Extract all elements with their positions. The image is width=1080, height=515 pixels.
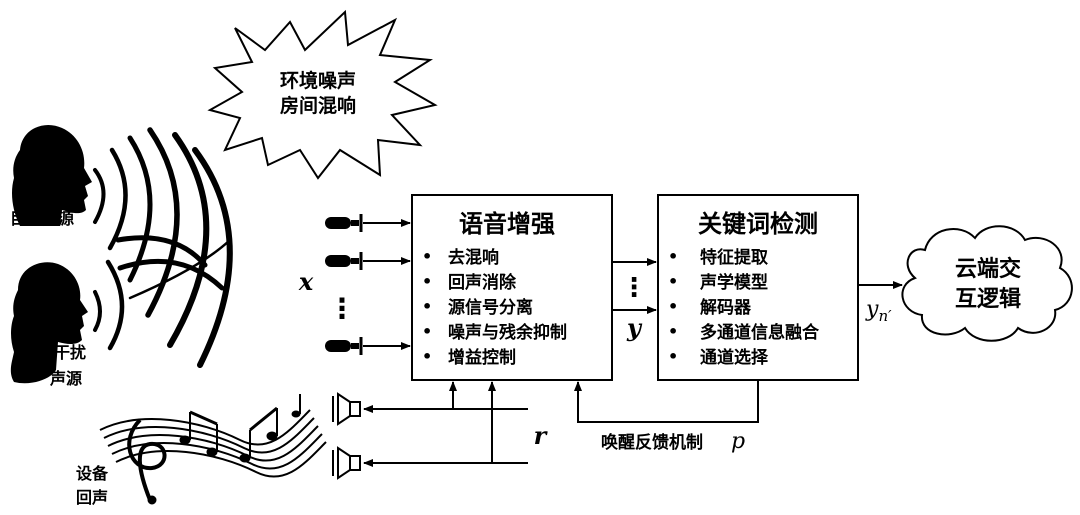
loudspeaker-icon [332,392,361,426]
kws-item: 声学模型 [699,272,768,293]
echo-label-line1: 设备 [76,464,109,483]
interfering-speaker-head-icon [10,262,88,384]
microphone-icon [325,252,363,270]
music-notes-icon [99,409,327,505]
kws-bullet: • [668,297,678,316]
kws-bullet: • [668,322,678,341]
enhancement-item: 去混响 [448,247,499,268]
enhancement-bullet: • [422,347,432,366]
cloud-label-line1: 云端交 [955,256,1021,282]
cloud-label-line2: 互逻辑 [955,286,1021,312]
target-source-label: 目标声源 [10,209,74,228]
noise-starburst: 环境噪声 房间混响 [207,9,438,180]
output-signal-y: yn′ [865,297,892,325]
kws-item: 通道选择 [700,347,769,368]
noise-label-line1: 环境噪声 [280,69,356,92]
reference-signal-lines [363,381,528,467]
noise-label-line2: 房间混响 [280,94,356,117]
kws-bullet: • [668,347,678,366]
enhanced-dots: ⋮ [621,273,647,303]
enhancement-bullet: • [422,297,432,316]
enhancement-bullet: • [422,247,432,266]
speech-enhancement-block: 语音增强 • 去混响 • 回声消除 • 源信号分离 • 噪声与残余抑制 • 增益… [411,194,613,381]
starburst-shape [207,9,438,180]
enhanced-signal-y: y [626,313,643,342]
mic-dots: ⋮ [328,292,356,325]
interferer-label-line1: 干扰 [54,343,86,362]
mic-input-arrows [363,219,411,350]
interferer-label-line2: 声源 [49,369,82,388]
kws-title: 关键词检测 [698,210,818,238]
kws-bullet: • [668,272,678,291]
note-heads [179,394,301,463]
microphone-array: ⋮ [325,214,363,355]
enhancement-title: 语音增强 [459,210,555,238]
enhancement-item: 源信号分离 [448,297,533,318]
target-speaker-head-icon [12,124,92,226]
sound-waves [93,127,233,368]
feedback-signal-p: p [731,429,745,454]
enhancement-item: 回声消除 [448,272,517,293]
enhancement-item: 噪声与残余抑制 [448,322,567,343]
enhanced-signal-arrows [612,258,657,314]
enhancement-bullet: • [422,322,432,341]
loudspeaker-icon [332,446,361,480]
feedback-label: 唤醒反馈机制 [601,432,703,453]
wake-feedback-loop [574,380,759,423]
kws-bullet: • [668,247,678,266]
echo-label-line2: 回声 [76,488,108,507]
microphone-icon [325,214,363,232]
output-signal-subscript: n′ [878,307,892,325]
enhancement-item: 增益控制 [448,347,516,368]
kws-item: 特征提取 [700,247,768,268]
enhancement-bullet: • [422,272,432,291]
keyword-spotting-block: 关键词检测 • 特征提取 • 声学模型 • 解码器 • 多通道信息融合 • 通道… [657,194,859,381]
microphone-icon [325,337,363,355]
cloud-icon: 云端交 互逻辑 [901,225,1073,342]
input-signal-x: x [298,267,314,296]
reference-signal-r: r [534,421,549,450]
kws-item: 解码器 [700,297,752,318]
kws-item: 多通道信息融合 [700,322,820,343]
output-signal-base: y [865,297,879,322]
